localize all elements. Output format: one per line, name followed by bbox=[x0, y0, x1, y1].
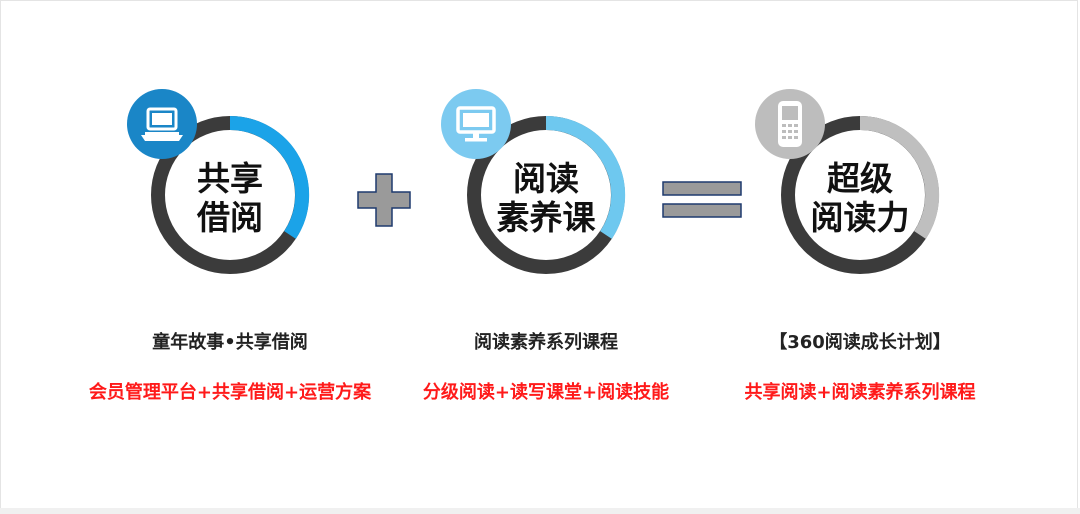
ring-label: 共享 借阅 bbox=[155, 159, 305, 238]
ring-label-line2: 阅读力 bbox=[810, 197, 910, 237]
ring-super-reading bbox=[781, 115, 940, 274]
ring-label-line1: 阅读 bbox=[513, 159, 579, 198]
detail-shared-borrowing: 会员管理平台+共享借阅+运营方案 bbox=[88, 382, 372, 403]
plus-icon bbox=[357, 173, 411, 227]
ring-label-line1: 超级 bbox=[827, 159, 893, 198]
detail-super-reading: 共享阅读+阅读素养系列课程 bbox=[744, 382, 976, 403]
ring-label-line2: 素养课 bbox=[496, 197, 596, 237]
equals-icon bbox=[662, 181, 742, 218]
ring-shared-borrowing bbox=[151, 115, 310, 274]
item-reading-literacy: 阅读 素养课 阅读素养系列课程 分级阅读+读写课堂+阅读技能 bbox=[381, 80, 711, 420]
item-shared-borrowing: 共享 借阅 童年故事•共享借阅 会员管理平台+共享借阅+运营方案 bbox=[65, 80, 395, 420]
ring-label: 超级 阅读力 bbox=[785, 159, 935, 238]
caption-shared-borrowing: 童年故事•共享借阅 bbox=[152, 332, 308, 353]
ring-label-line1: 共享 bbox=[197, 159, 263, 198]
caption-super-reading: 【360阅读成长计划】 bbox=[769, 332, 951, 353]
phone-badge bbox=[755, 89, 825, 159]
ring-label: 阅读 素养课 bbox=[471, 159, 621, 238]
laptop-icon bbox=[141, 107, 183, 141]
ring-label-line2: 借阅 bbox=[197, 197, 263, 237]
ring-reading-literacy bbox=[467, 115, 626, 274]
ring-accent-arc bbox=[545, 115, 626, 239]
ring-accent-arc bbox=[229, 115, 310, 239]
monitor-badge bbox=[441, 89, 511, 159]
caption-reading-literacy: 阅读素养系列课程 bbox=[474, 332, 618, 353]
monitor-icon bbox=[456, 106, 496, 142]
item-super-reading: 超级 阅读力 【360阅读成长计划】 共享阅读+阅读素养系列课程 bbox=[695, 80, 1025, 420]
detail-reading-literacy: 分级阅读+读写课堂+阅读技能 bbox=[422, 382, 670, 403]
ring-accent-arc bbox=[859, 115, 940, 239]
bottom-strip bbox=[0, 508, 1080, 514]
phone-icon bbox=[778, 101, 802, 147]
laptop-badge bbox=[127, 89, 197, 159]
